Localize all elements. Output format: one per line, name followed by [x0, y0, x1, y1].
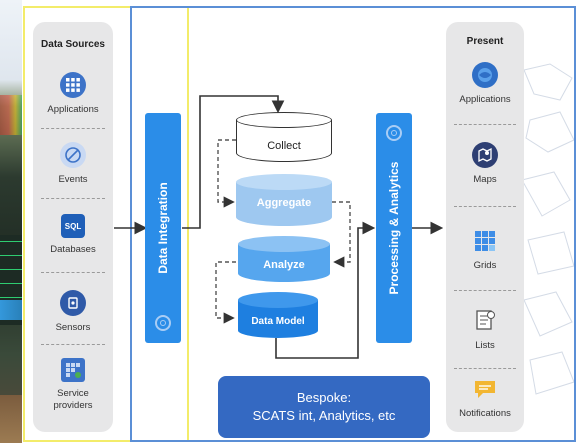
present-lists: Lists: [446, 308, 524, 351]
source-label: Databases: [50, 244, 96, 255]
present-maps: Maps: [446, 142, 524, 185]
present-label: Maps: [473, 174, 497, 185]
platform-highlight-frame: [130, 6, 576, 442]
grids-icon: [472, 228, 498, 254]
data-sources-panel: Data Sources Applications Events SQL Dat…: [33, 22, 113, 432]
stage-label: Collect: [267, 140, 301, 152]
service-providers-icon: [61, 358, 85, 382]
stage-data-model: Data Model: [238, 292, 318, 338]
processing-analytics-bar: Processing & Analytics: [376, 113, 412, 343]
events-icon: [60, 142, 86, 168]
bespoke-box: Bespoke: SCATS int, Analytics, etc: [218, 376, 430, 438]
data-integration-label: Data Integration: [156, 182, 170, 274]
sql-database-icon: SQL: [61, 214, 85, 238]
gear-icon: [155, 315, 171, 331]
sensor-icon: [60, 290, 86, 316]
integration-highlight-frame: [23, 6, 189, 442]
source-sensors: Sensors: [33, 290, 113, 333]
stage-label: Aggregate: [256, 197, 312, 209]
divider: [41, 198, 105, 199]
divider: [454, 290, 516, 291]
divider: [41, 344, 105, 345]
source-label: Sensors: [55, 322, 91, 333]
gear-icon: [386, 125, 402, 141]
divider: [454, 368, 516, 369]
stage-aggregate: Aggregate: [236, 174, 332, 226]
source-applications: Applications: [33, 72, 113, 115]
divider: [454, 124, 516, 125]
source-databases: SQL Databases: [33, 214, 113, 255]
applications-icon: [60, 72, 86, 98]
maps-icon: [472, 142, 498, 168]
sql-icon-text: SQL: [64, 221, 82, 231]
divider: [41, 272, 105, 273]
present-title: Present: [466, 36, 504, 47]
notifications-icon: [472, 376, 498, 402]
source-events: Events: [33, 142, 113, 185]
applications-globe-icon: [472, 62, 498, 88]
data-integration-bar: Data Integration: [145, 113, 181, 343]
present-label: Applications: [459, 94, 511, 105]
processing-analytics-label: Processing & Analytics: [387, 161, 401, 295]
present-notifications: Notifications: [446, 376, 524, 419]
present-label: Notifications: [459, 408, 511, 419]
bespoke-line2: SCATS int, Analytics, etc: [252, 408, 396, 423]
present-panel: Present Applications Maps Grids Lists No…: [446, 22, 524, 432]
divider: [41, 128, 105, 129]
lists-icon: [472, 308, 498, 334]
background-photo: [0, 0, 22, 443]
source-label: Applications: [47, 104, 99, 115]
present-grids: Grids: [446, 228, 524, 271]
stage-label: Data Model: [251, 316, 305, 327]
source-label: Events: [58, 174, 88, 185]
data-sources-title: Data Sources: [41, 39, 105, 50]
stage-collect: Collect: [236, 112, 332, 162]
present-label: Lists: [475, 340, 495, 351]
present-label: Grids: [473, 260, 497, 271]
divider: [454, 206, 516, 207]
source-label: Service providers: [53, 388, 93, 411]
present-applications: Applications: [446, 62, 524, 105]
bespoke-line1: Bespoke:: [296, 390, 352, 405]
stage-analyze: Analyze: [238, 236, 330, 282]
source-service-providers: Service providers: [33, 358, 113, 412]
stage-label: Analyze: [263, 259, 305, 271]
